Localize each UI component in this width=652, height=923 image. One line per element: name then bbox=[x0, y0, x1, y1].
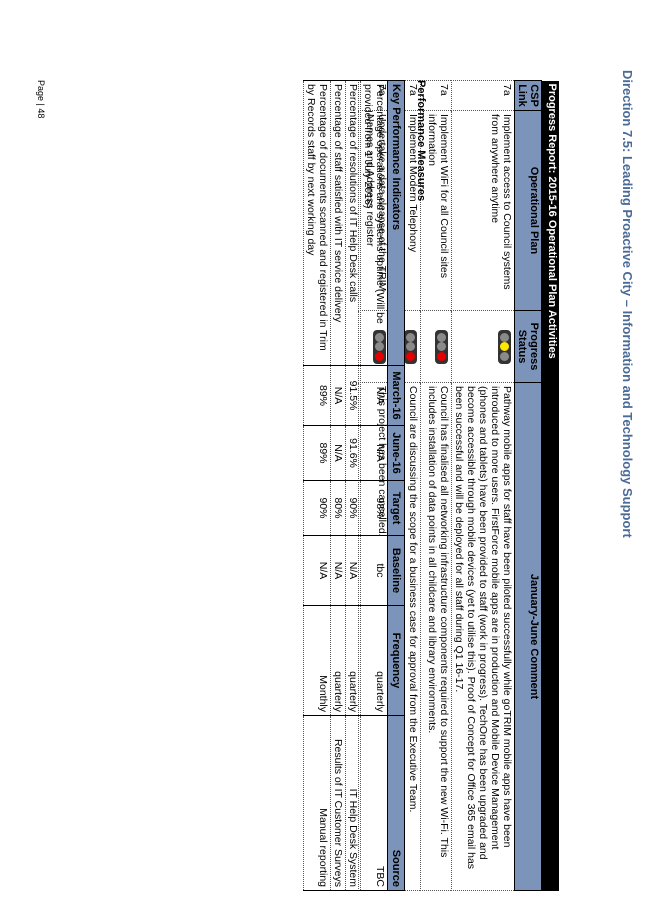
june16-value: 89% bbox=[303, 425, 331, 481]
table-row: Percentage of resolutions of IT Help Des… bbox=[345, 80, 361, 891]
table-row: Percentage operations and systems uptime… bbox=[360, 80, 388, 891]
comment: Council has finalised all networking inf… bbox=[420, 382, 452, 891]
target-value: 90% bbox=[345, 480, 361, 536]
table-row: 7a Implement access to Council systems f… bbox=[451, 80, 515, 891]
march16-value: 89% bbox=[303, 365, 331, 426]
source-value: IT Help Desk System bbox=[345, 715, 361, 891]
table-row: Percentage of documents scanned and regi… bbox=[303, 80, 331, 891]
frequency-value: Monthly bbox=[303, 605, 331, 716]
traffic-light-icon bbox=[435, 329, 448, 364]
june16-value: N/A bbox=[360, 425, 388, 481]
frequency-value: quarterly bbox=[360, 605, 388, 716]
page-title: Direction 7.5: Leading Proactive City – … bbox=[620, 70, 635, 538]
march16-value: N/A bbox=[330, 365, 346, 426]
progress-banner: Progress Report: 2015-16 Operational Pla… bbox=[541, 80, 559, 891]
header-source: Source bbox=[387, 715, 405, 891]
june16-value: 91.6% bbox=[345, 425, 361, 481]
header-frequency: Frequency bbox=[387, 605, 405, 716]
table-row: Percentage of staff satisfied with IT se… bbox=[330, 80, 346, 891]
plan-item: Implement access to Council systems from… bbox=[451, 110, 515, 311]
frequency-value: quarterly bbox=[330, 605, 346, 716]
kpi-name: Percentage of documents scanned and regi… bbox=[303, 80, 331, 366]
header-june16: June-16 bbox=[387, 425, 405, 481]
page-number: Page | 48 bbox=[36, 80, 46, 119]
kpi-name: Percentage operations and systems uptime… bbox=[360, 80, 388, 366]
baseline-value: N/A bbox=[330, 535, 346, 606]
source-value: TBC bbox=[360, 715, 388, 891]
section-heading: Performance Measures bbox=[415, 80, 427, 202]
kpi-name: Percentage of staff satisfied with IT se… bbox=[330, 80, 346, 366]
target-value: 90% bbox=[303, 480, 331, 536]
march16-value: N/A bbox=[360, 365, 388, 426]
csp-link: 7a bbox=[451, 80, 515, 111]
kpi-name: Percentage of resolutions of IT Help Des… bbox=[345, 80, 361, 366]
june16-value: N/A bbox=[330, 425, 346, 481]
comment: Pathway mobile apps for staff have been … bbox=[451, 382, 515, 891]
traffic-light-icon bbox=[404, 329, 417, 364]
baseline-value: N/A bbox=[303, 535, 331, 606]
performance-measures-table: Key Performance Indicators March-16 June… bbox=[303, 80, 405, 891]
target-value: 98% bbox=[360, 480, 388, 536]
baseline-value: N/A bbox=[345, 535, 361, 606]
header-csp: CSP Link bbox=[514, 80, 542, 111]
header-status: Progress Status bbox=[514, 310, 542, 383]
frequency-value: quarterly bbox=[345, 605, 361, 716]
table-row: 7a Implement WiFi for all Council sites … bbox=[420, 80, 452, 891]
march16-value: 91.5% bbox=[345, 365, 361, 426]
header-target: Target bbox=[387, 480, 405, 536]
baseline-value: tbc bbox=[360, 535, 388, 606]
source-value: Results of IT Customer Surveys bbox=[330, 715, 346, 891]
header-comment: January-June Comment bbox=[514, 382, 542, 891]
target-value: 80% bbox=[330, 480, 346, 536]
header-plan: Operational Plan bbox=[514, 110, 542, 311]
source-value: Manual reporting bbox=[303, 715, 331, 891]
traffic-light-icon bbox=[498, 329, 511, 364]
header-march16: March-16 bbox=[387, 365, 405, 426]
header-kpi: Key Performance Indicators bbox=[387, 80, 405, 366]
header-baseline: Baseline bbox=[387, 535, 405, 606]
